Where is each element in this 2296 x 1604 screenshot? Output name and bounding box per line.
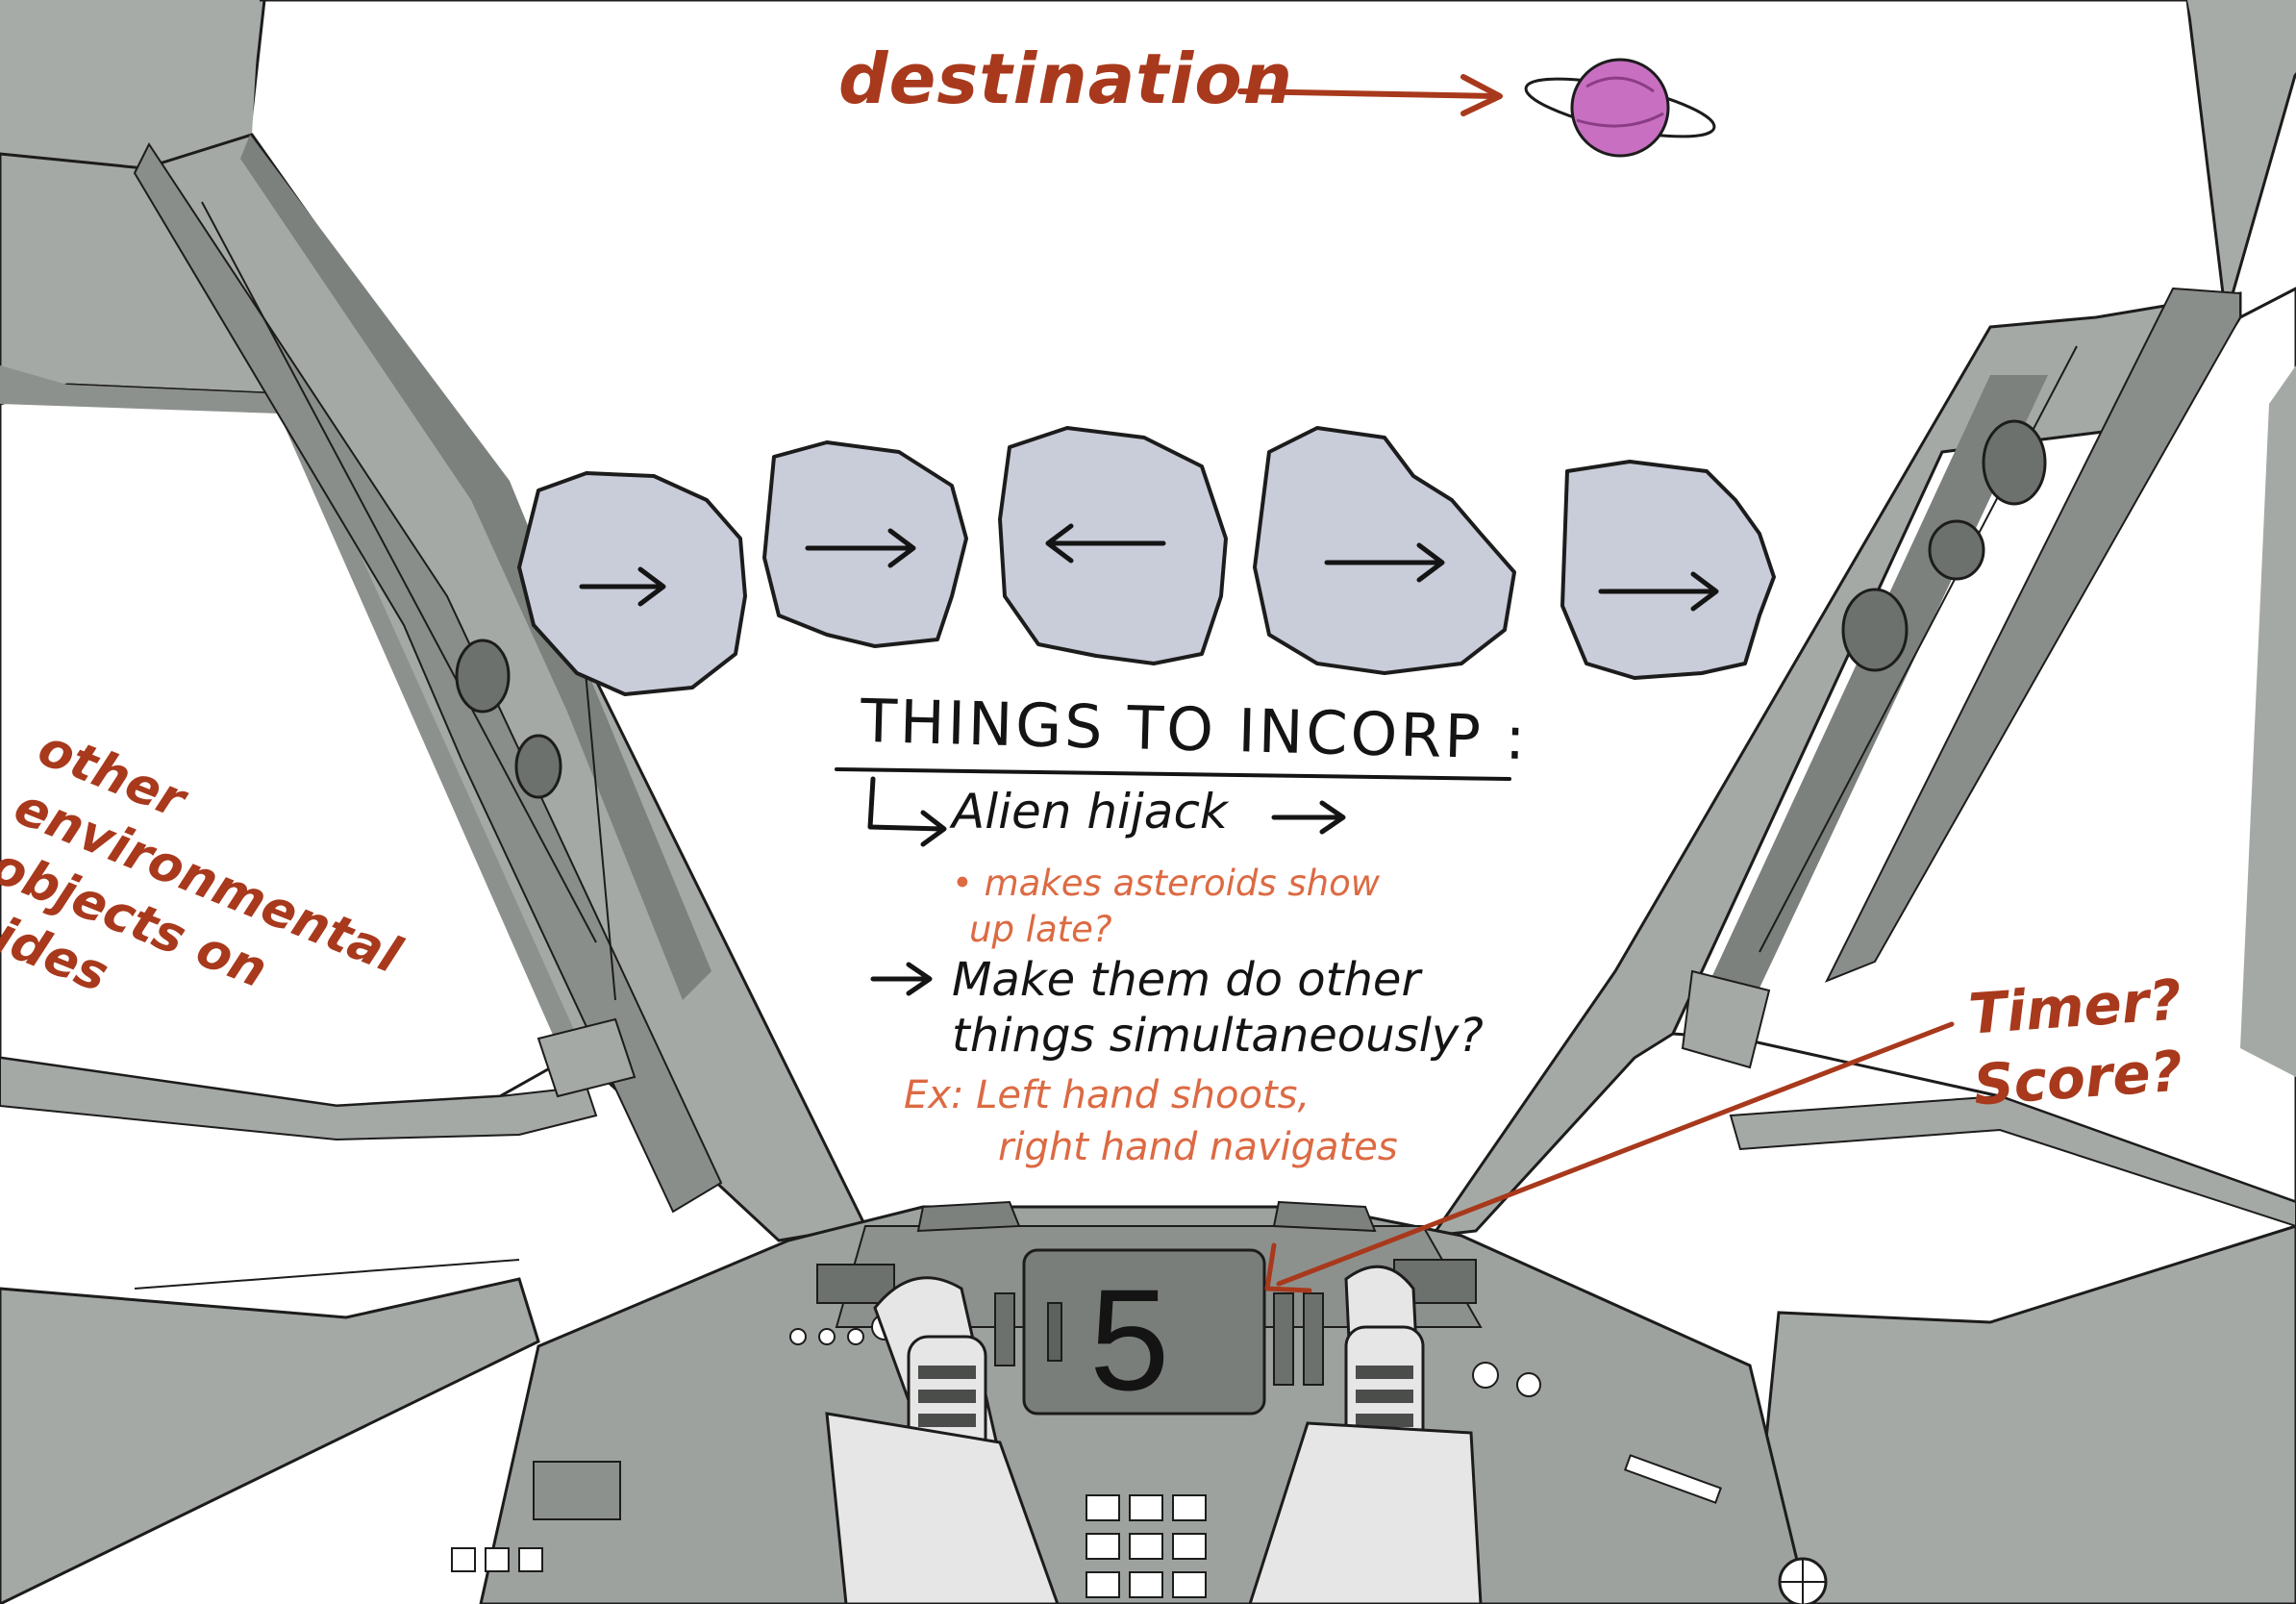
lower-right-panel — [1623, 1454, 1828, 1604]
detail-line: • makes asteroids show — [952, 863, 1381, 904]
dashboard-screen — [1022, 1248, 1266, 1416]
alien-hijack-arrow-icon — [1271, 800, 1346, 835]
arrow-right-icon — [579, 566, 666, 607]
simultaneous-tasks-item: Make them do other things simultaneously… — [870, 952, 1484, 1064]
destination-label: destination — [838, 38, 1293, 119]
dashboard-keypad — [1086, 1494, 1207, 1598]
timer-arrow — [1264, 1021, 1955, 1293]
timer-note-line: Score? — [1971, 1038, 2185, 1118]
ringed-planet-icon — [1524, 58, 1716, 158]
detail-line: up late? — [969, 909, 1112, 950]
right-joystick[interactable] — [1248, 1265, 1483, 1604]
make-them-line: Make them do other — [952, 953, 1421, 1007]
left-joystick[interactable] — [825, 1276, 1060, 1604]
make-them-arrow-icon — [870, 962, 933, 996]
arrow-right-icon — [1324, 542, 1445, 583]
destination-arrow — [1237, 74, 1503, 116]
alien-hijack-item: Alien hijack — [952, 784, 1228, 840]
dashboard-counter: 5 — [1089, 1259, 1170, 1420]
arrow-right-icon — [1598, 571, 1719, 612]
left-window-frame — [0, 1056, 598, 1141]
example-line: Ex: Left hand shoots, — [904, 1073, 1310, 1117]
lower-right-frame — [1748, 1224, 2296, 1604]
asteroid — [998, 426, 1228, 665]
example-line: right hand navigates — [998, 1125, 1398, 1169]
asteroid — [517, 471, 747, 696]
lower-left-panel — [451, 1461, 621, 1572]
asteroid — [762, 440, 968, 648]
asteroid-row — [517, 426, 1776, 696]
example-note: Ex: Left hand shoots, right hand navigat… — [904, 1069, 1398, 1173]
lower-left-frame — [0, 1277, 540, 1604]
alien-hijack-detail: • makes asteroids show up late? — [952, 861, 1380, 953]
arrow-right-icon — [805, 528, 916, 568]
arrow-left-icon — [1045, 523, 1166, 564]
asteroid — [1560, 460, 1776, 680]
asteroid — [1253, 426, 1516, 675]
make-them-line: things simultaneously? — [952, 1009, 1484, 1063]
hook-arrow-icon — [867, 776, 945, 832]
timer-score-note: Timer? Score? — [1966, 964, 2188, 1120]
